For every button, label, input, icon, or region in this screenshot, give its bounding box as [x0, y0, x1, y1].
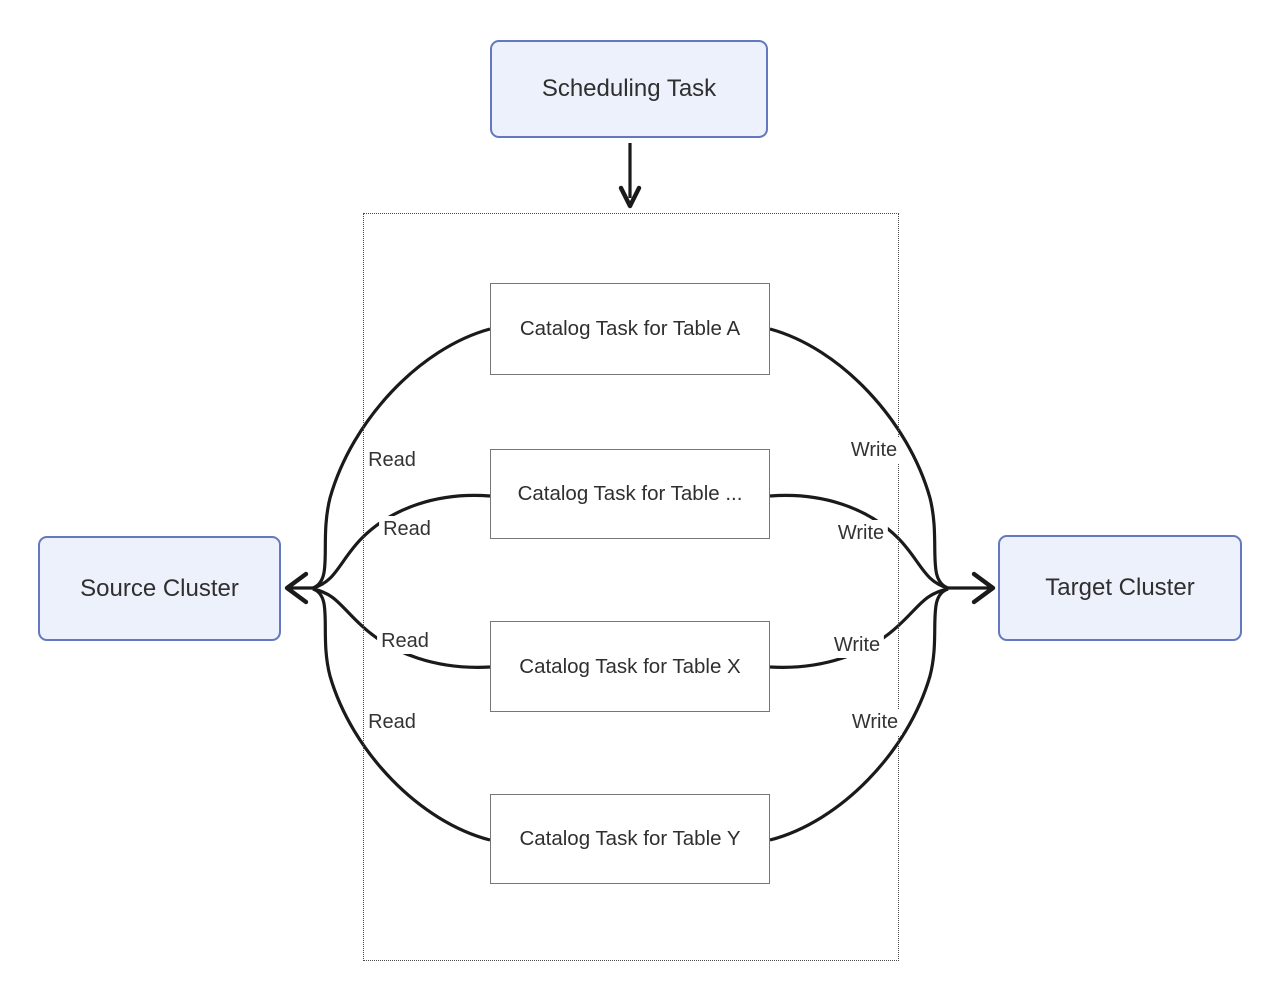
edge-scheduling-to-tasks [618, 143, 642, 209]
node-catalog-task-ellipsis: Catalog Task for Table ... [490, 449, 770, 539]
arrow-right-icon [971, 571, 996, 605]
node-label: Catalog Task for Table Y [519, 827, 741, 850]
node-label: Target Cluster [1045, 574, 1195, 601]
edge-label-read: Read [364, 447, 420, 473]
arrow-down-icon [618, 185, 642, 209]
node-source-cluster: Source Cluster [38, 536, 281, 641]
edge-label-write: Write [829, 632, 885, 658]
node-label: Source Cluster [80, 574, 239, 602]
edge-label-write: Write [846, 437, 902, 463]
node-catalog-task-y: Catalog Task for Table Y [490, 794, 770, 884]
edge-label-read: Read [364, 709, 420, 735]
edge-label-read: Read [377, 628, 433, 654]
node-scheduling-task: Scheduling Task [490, 40, 768, 138]
node-label: Scheduling Task [541, 75, 717, 102]
node-label: Catalog Task for Table A [519, 317, 741, 340]
edge-label-write: Write [833, 520, 889, 546]
edge-label-read: Read [379, 516, 435, 542]
node-target-cluster: Target Cluster [998, 535, 1242, 641]
node-catalog-task-x: Catalog Task for Table X [490, 621, 770, 712]
edges-write [769, 327, 996, 842]
node-catalog-task-a: Catalog Task for Table A [490, 283, 770, 375]
node-label: Catalog Task for Table X [519, 654, 741, 678]
arrow-left-icon [284, 571, 309, 605]
node-label: Catalog Task for Table ... [517, 482, 743, 505]
edges-read [284, 327, 491, 842]
edge-label-write: Write [847, 709, 903, 735]
catalog-tasks-group [363, 213, 899, 961]
